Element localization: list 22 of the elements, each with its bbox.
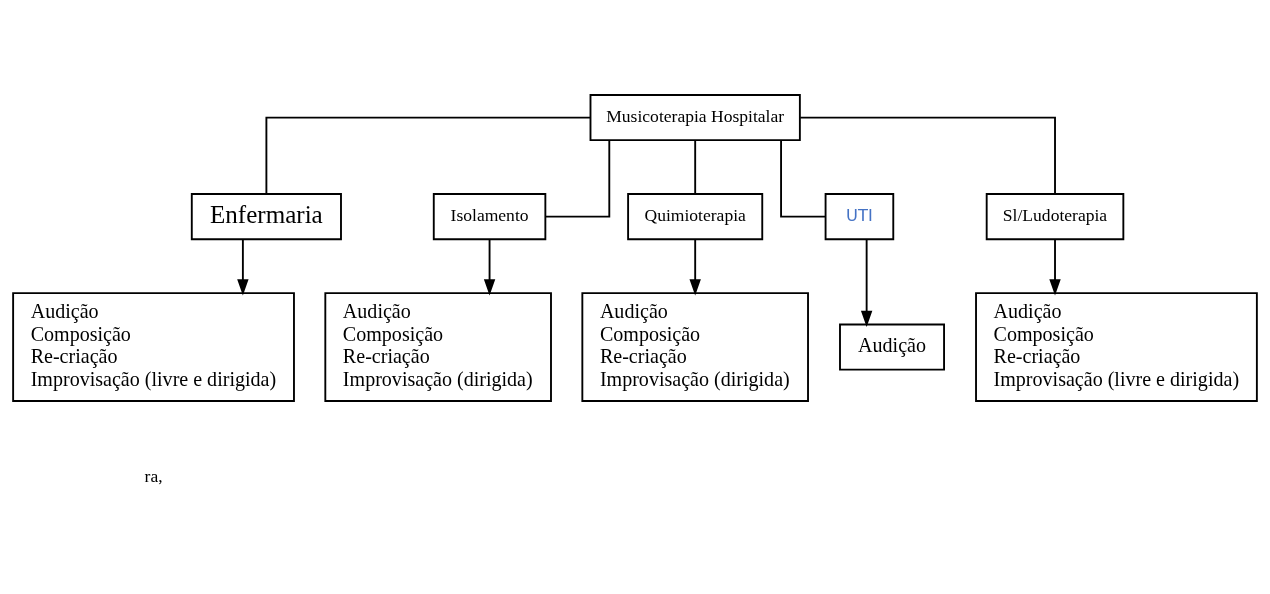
node-box: Musicoterapia Hospitalar xyxy=(589,93,801,141)
connector xyxy=(694,139,697,195)
node-box: Audição Composição Re-criação Improvisação (livre e dirigida) xyxy=(975,291,1258,402)
connector xyxy=(265,116,592,195)
arrow xyxy=(860,237,873,327)
connector xyxy=(780,139,827,218)
arrow xyxy=(689,237,701,295)
node-box: Audição Composição Re-criação Improvisação (livre e dirigida) xyxy=(12,291,295,402)
connector xyxy=(544,139,611,218)
node-box: Audição Composição Re-criação Improvisação (dirigida) xyxy=(581,291,809,402)
node-box: Sl/Ludoterapia xyxy=(985,192,1125,240)
label: ra, xyxy=(144,465,163,486)
connector xyxy=(799,116,1056,195)
node-box: Quimioterapia xyxy=(627,192,764,240)
node-box: Audição Composição Re-criação Improvisação (dirigida) xyxy=(324,291,552,402)
arrow xyxy=(1049,237,1061,295)
node-box: Isolamento xyxy=(432,192,547,240)
arrow xyxy=(483,237,496,295)
node-box: Audição xyxy=(839,323,945,371)
node-box: UTI xyxy=(824,192,895,240)
arrow xyxy=(237,237,249,295)
node-box: Enfermaria xyxy=(190,192,342,240)
